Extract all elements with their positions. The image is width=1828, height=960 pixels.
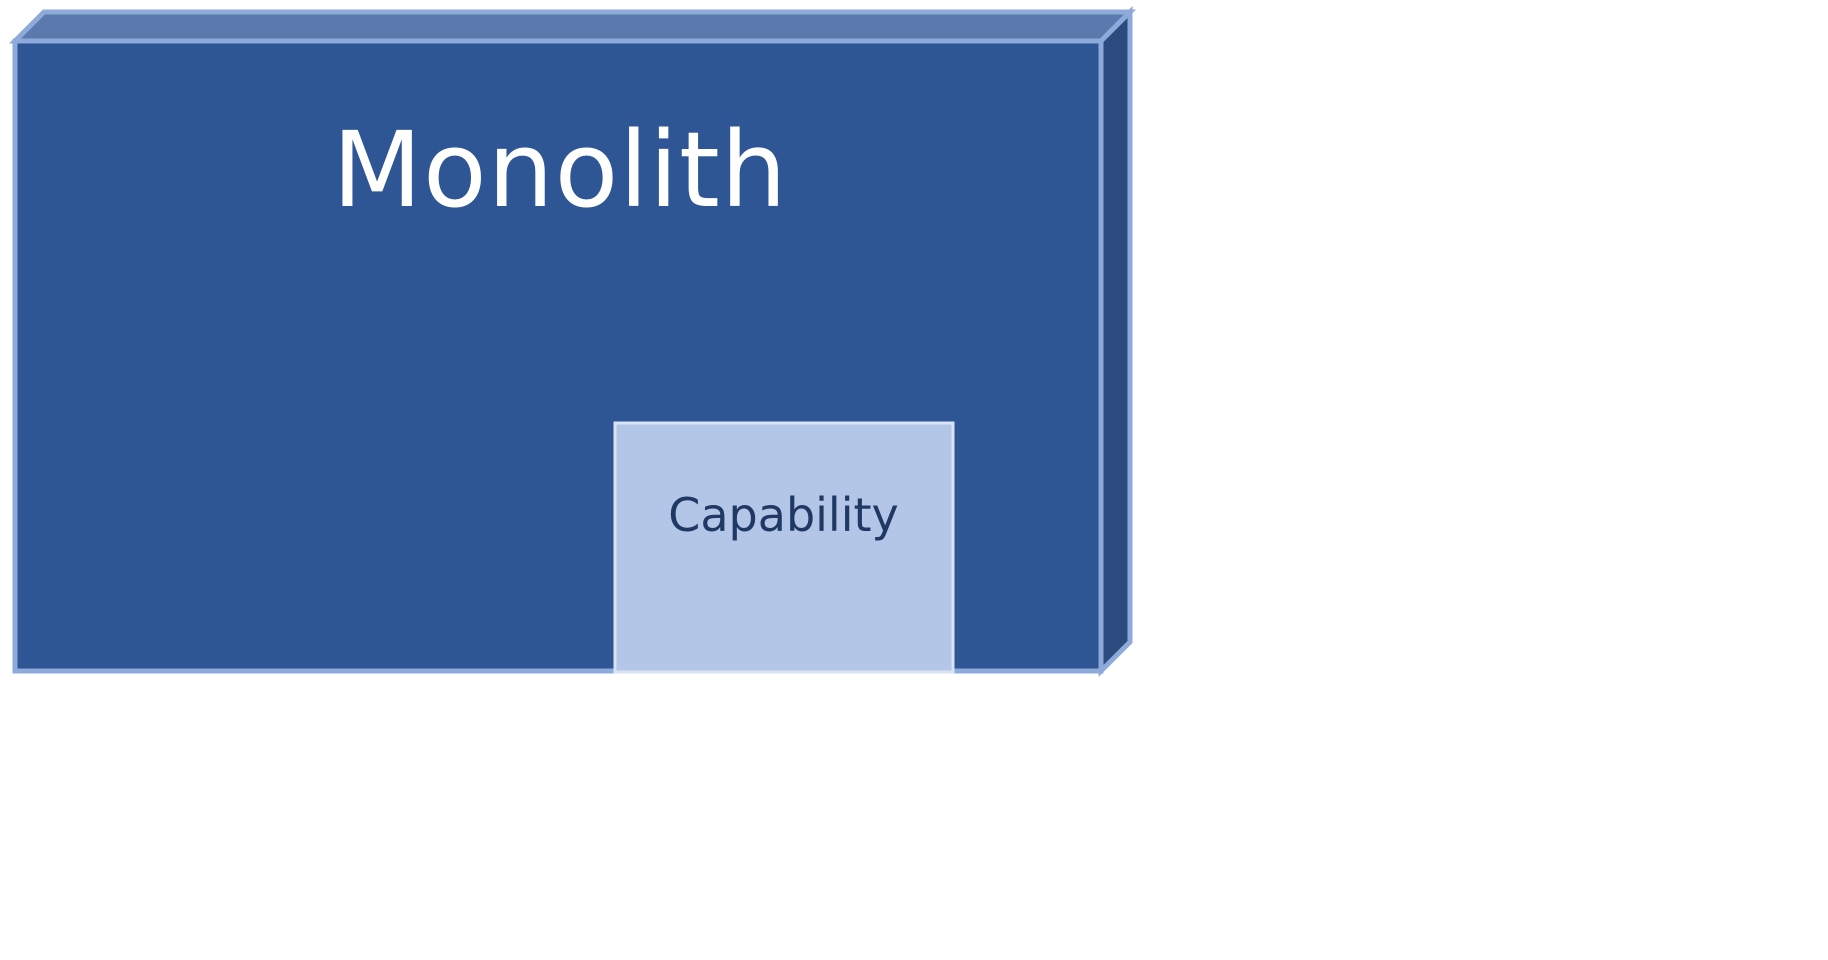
monolith-label: Monolith xyxy=(332,109,788,231)
monolith-top-face xyxy=(8,9,1137,44)
capability-box xyxy=(613,421,955,674)
capability-label: Capability xyxy=(668,488,899,542)
monolith-side-face xyxy=(1098,5,1133,678)
